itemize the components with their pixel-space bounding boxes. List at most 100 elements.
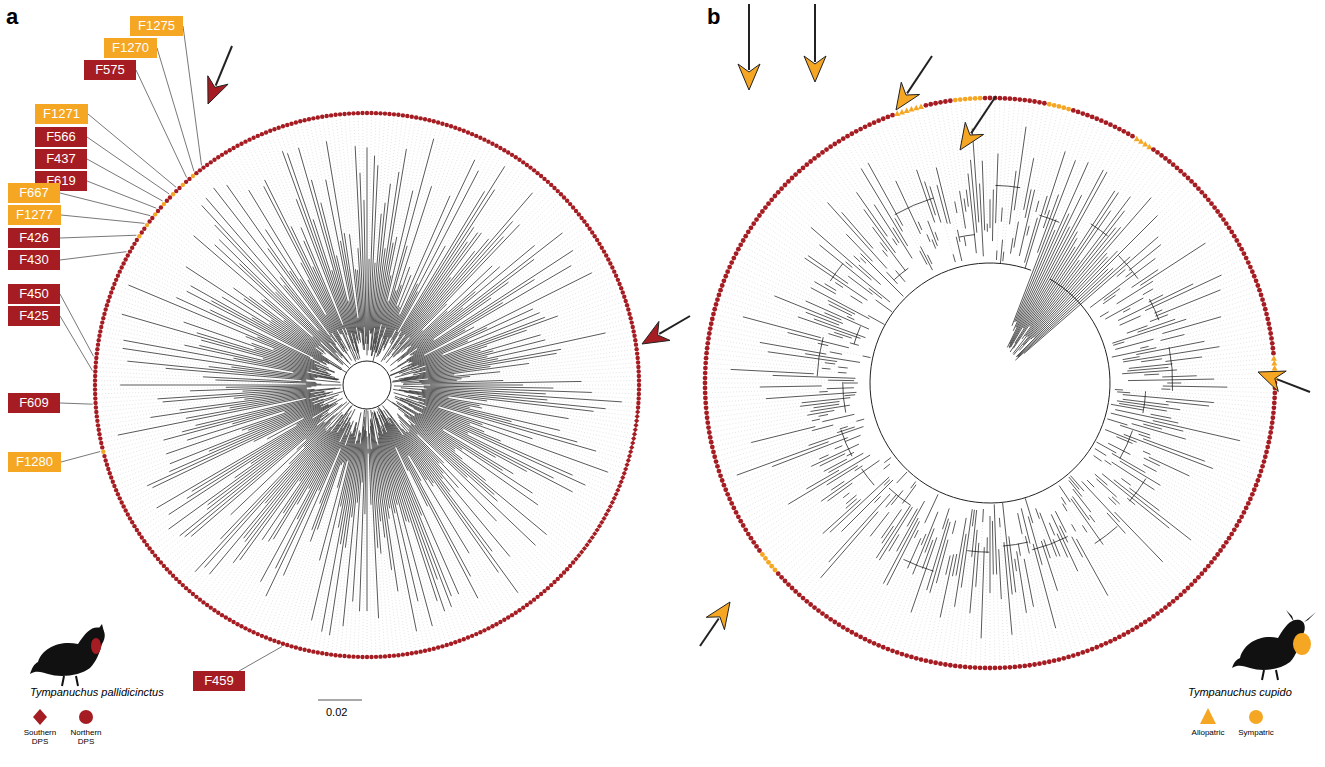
tip-guide [1067, 511, 1135, 624]
tip-dot [1237, 519, 1242, 524]
tip-guide [709, 378, 828, 380]
tip-guide [465, 254, 600, 330]
tip-guide [413, 124, 429, 191]
branch [1112, 348, 1156, 357]
branch [981, 547, 984, 638]
tip-guide [1076, 531, 1131, 626]
tip-dot [1262, 459, 1267, 464]
tip-guide [100, 398, 234, 411]
tip-dot [132, 524, 136, 528]
clade-arc [995, 185, 1020, 187]
tip-guide [280, 132, 287, 154]
tip-dot [579, 216, 583, 220]
tip-dot [316, 650, 320, 654]
tip-diamond [576, 553, 581, 558]
tip-diamond [579, 549, 584, 554]
tip-dot [93, 378, 97, 382]
tip-dot [1246, 501, 1251, 506]
tip-dot [123, 508, 127, 512]
tip-guide [185, 572, 195, 582]
tip-guide [1026, 613, 1034, 661]
branch [367, 437, 368, 611]
tip-dot [324, 652, 328, 656]
branch [411, 330, 526, 370]
branch [1143, 289, 1153, 295]
tip-guide [917, 112, 937, 186]
tip-dot [405, 114, 409, 118]
branch [420, 359, 498, 375]
branch [1072, 496, 1089, 519]
branch [1062, 504, 1066, 511]
tip-dot [498, 146, 502, 150]
tip-guide [99, 376, 215, 380]
tip-dot [498, 620, 502, 624]
branch [957, 230, 960, 242]
branch [208, 413, 330, 505]
tip-guide [272, 135, 297, 200]
tip-dot [97, 428, 101, 432]
tip-guide [1066, 532, 1117, 633]
tip-dot [549, 183, 553, 187]
tip-dot [1250, 492, 1255, 497]
branch [249, 190, 345, 348]
branch [157, 403, 337, 508]
tip-dot [1254, 483, 1259, 488]
tip-dot [636, 405, 640, 409]
tip-dot [602, 249, 606, 253]
tip-guide [513, 185, 546, 222]
branch [844, 394, 855, 396]
tip-guide [408, 456, 502, 617]
tip-dot [98, 329, 102, 333]
branch [946, 556, 950, 575]
branch [1009, 171, 1016, 224]
tree-a [93, 111, 641, 659]
branch [150, 391, 324, 417]
tip-guide [1213, 469, 1252, 484]
tip-guide [504, 188, 549, 237]
branch [964, 237, 966, 246]
branch [403, 435, 518, 593]
tip-dot [1099, 643, 1104, 648]
tip-guide [841, 145, 893, 228]
tip-guide [752, 234, 851, 296]
tip-dot [636, 401, 640, 405]
tip-guide [1163, 562, 1185, 585]
tip-dot [171, 574, 175, 578]
tip-dot [432, 646, 436, 650]
tip-guide [714, 416, 818, 436]
tip-dot [260, 132, 264, 136]
tip-guide [224, 541, 268, 611]
branch [1014, 227, 1121, 355]
tip-dot [184, 586, 188, 590]
tip-guide [129, 418, 303, 509]
branch [1023, 198, 1151, 345]
tip-dot [100, 445, 104, 449]
tip-guide [268, 136, 343, 325]
branch [1030, 211, 1111, 327]
tip-guide [487, 302, 622, 346]
tip-guide [731, 449, 834, 493]
tip-guide [1205, 230, 1225, 243]
branch [251, 415, 323, 463]
tip-dot [532, 597, 536, 601]
tip-guide [825, 156, 864, 210]
tip-guide [535, 213, 573, 245]
branch [825, 284, 837, 291]
tip-dot [1266, 440, 1271, 445]
tip-guide [470, 424, 618, 480]
tip-dot [105, 303, 109, 307]
tip-dot [338, 653, 342, 657]
tip-dot [1259, 469, 1264, 474]
tip-guide [1078, 571, 1109, 638]
branch [275, 409, 355, 568]
tip-dot [109, 290, 113, 294]
branch [297, 417, 350, 519]
tip-guide [217, 163, 290, 271]
branch [960, 191, 966, 229]
branch [911, 537, 937, 612]
tip-dot [106, 467, 110, 471]
tip-guide [170, 203, 215, 244]
tip-dot [205, 603, 209, 607]
clade-arc [1120, 431, 1133, 459]
tip-guide [1075, 145, 1139, 247]
